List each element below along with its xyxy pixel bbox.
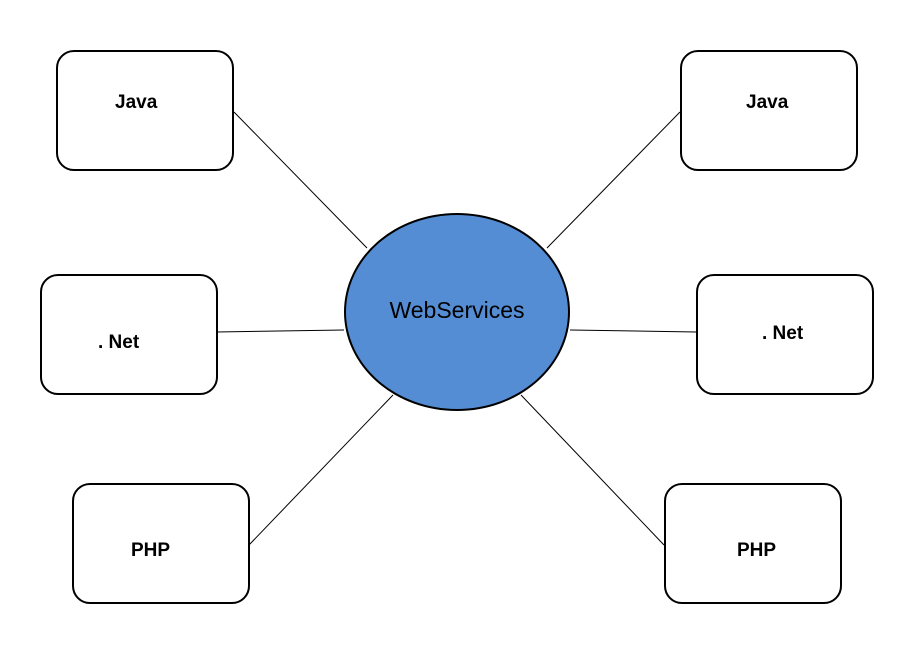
connector-php-right bbox=[520, 394, 665, 546]
node-net-right-label: . Net bbox=[762, 323, 804, 344]
node-net-left-label: . Net bbox=[98, 332, 140, 353]
connector-net-left bbox=[216, 329, 345, 333]
connector-net-right bbox=[569, 329, 697, 333]
node-java-right-label: Java bbox=[746, 92, 789, 113]
node-java-left-label: Java bbox=[115, 92, 158, 113]
node-php-left: PHP bbox=[72, 483, 250, 604]
webservices-hub-label: WebServices bbox=[389, 297, 525, 323]
node-java-left: Java bbox=[56, 50, 234, 171]
connector-php-left bbox=[248, 394, 394, 546]
node-php-right-label: PHP bbox=[737, 540, 777, 561]
node-java-right: Java bbox=[680, 50, 858, 171]
node-net-left: . Net bbox=[40, 274, 218, 395]
connector-java-left bbox=[233, 111, 368, 249]
connector-java-right bbox=[546, 111, 681, 249]
node-net-right: . Net bbox=[696, 274, 874, 395]
node-php-left-label: PHP bbox=[131, 540, 171, 561]
node-php-right: PHP bbox=[664, 483, 842, 604]
webservices-hub: WebServices bbox=[344, 213, 570, 411]
